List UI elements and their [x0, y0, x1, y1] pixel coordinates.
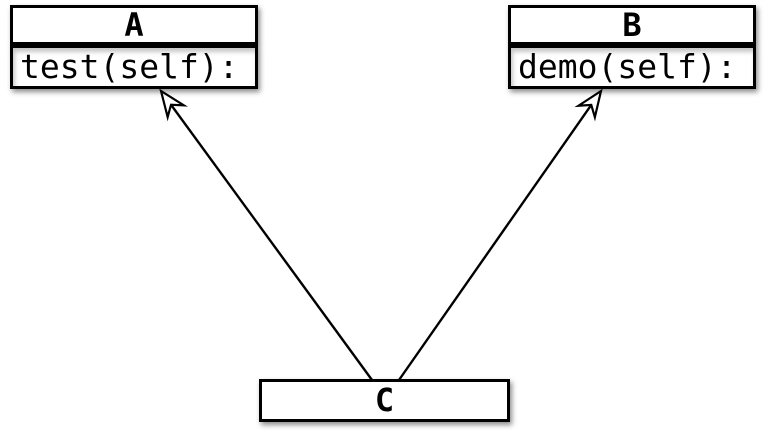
inheritance-arrow-c-to-a — [159, 88, 373, 381]
class-method-a: test(self): — [10, 45, 258, 89]
inheritance-arrow-c-to-b — [398, 88, 603, 381]
class-box-a: A test(self): — [10, 5, 258, 89]
class-name-c: C — [259, 379, 510, 422]
class-name-b: B — [508, 5, 756, 45]
class-name-a: A — [10, 5, 258, 45]
class-method-b: demo(self): — [508, 45, 756, 89]
class-box-b: B demo(self): — [508, 5, 756, 89]
class-box-c: C — [259, 379, 510, 422]
